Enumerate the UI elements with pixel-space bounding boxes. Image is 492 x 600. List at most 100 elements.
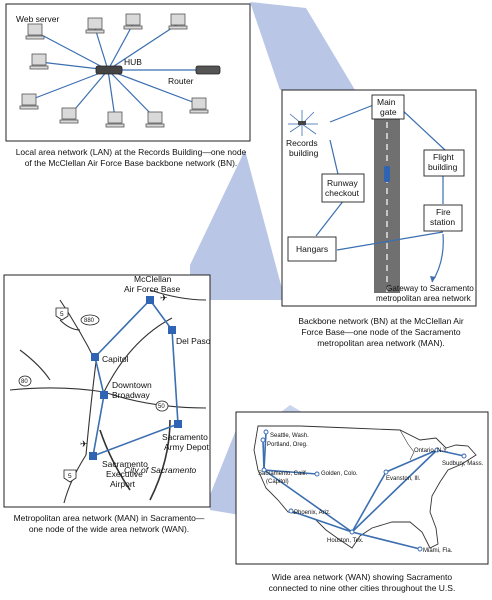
highway-shield-icon: [63, 469, 77, 483]
wan-label-evanston: Evanston, Ill.: [386, 476, 421, 482]
man-label-airport-2: Executive: [106, 469, 143, 479]
computer-icon: [59, 107, 79, 124]
man-hw-5a: 5: [60, 311, 64, 318]
wan-caption-line-2: connected to nine other cities throughou…: [268, 583, 456, 593]
man-label-airport-1: Sacramento: [102, 459, 148, 469]
lan-panel: Web server HUB Router: [5, 3, 251, 142]
bn-label-fire-2: station: [430, 217, 455, 227]
man-label-capitol: Capitol: [102, 354, 129, 364]
bn-label-flight-2: building: [428, 162, 458, 172]
wan-caption-line-1: Wide area network (WAN) showing Sacramen…: [271, 572, 453, 582]
wan-label-sacramento-1: Sacramento, Calif.: [258, 471, 308, 477]
computer-icon: [168, 13, 188, 30]
highway-shield-icon: [18, 375, 32, 387]
computer-icon: [123, 13, 143, 30]
computer-icon: [189, 97, 209, 114]
hub-icon: [95, 65, 123, 75]
highway-shield-icon: [80, 314, 100, 326]
bn-label-runway-1: Runway: [327, 178, 358, 188]
callout-bn-to-man: [190, 150, 285, 300]
man-node-downtown: [100, 391, 108, 399]
man-label-del-paso: Del Paso: [176, 336, 211, 346]
callout-lan-to-bn: [250, 2, 355, 90]
highway-shield-icon: [55, 307, 69, 321]
man-label-downtown-1: Downtown: [112, 380, 152, 390]
bn-label-main-1: Main: [377, 97, 396, 107]
computer-icon: [85, 17, 105, 34]
bn-label-gateway-2: metropolitan area network: [376, 294, 472, 303]
man-label-mcclellan-2: Air Force Base: [124, 284, 180, 294]
man-caption-line-1: Metropolitan area network (MAN) in Sacra…: [13, 513, 205, 523]
airplane-icon: ✈: [80, 439, 88, 449]
runway: [374, 98, 400, 293]
man-hw-5b: 5: [68, 473, 72, 480]
wan-node-golden: [314, 471, 320, 477]
wan-label-sacramento-2: (Capitol): [266, 479, 289, 485]
man-node-del-paso: [168, 326, 176, 334]
wan-label-phoenix: Phoenix, Ariz.: [294, 510, 331, 516]
wan-label-seattle: Seattle, Wash.: [270, 433, 309, 439]
wan-caption: Wide area network (WAN) showing Sacramen…: [236, 572, 488, 594]
man-label-mcclellan-1: McClellan: [134, 274, 172, 284]
wan-label-sudbury: Sudbury, Mass.: [442, 461, 484, 467]
lan-caption: Local area network (LAN) at the Records …: [6, 147, 256, 169]
computer-icon: [29, 53, 49, 70]
router-icon: [195, 65, 221, 75]
man-label-airport-3: Airport: [110, 479, 136, 489]
bn-label-gateway-1: Gateway to Sacramento: [386, 284, 474, 293]
airplane-icon: ✈: [160, 293, 168, 303]
wan-label-houston: Houston, Tex.: [327, 538, 364, 544]
wan-panel: Seattle, Wash. Portland, Oreg. Sacrament…: [235, 411, 489, 565]
us-map-outline: [253, 425, 477, 549]
wan-label-miami: Miami, Fla.: [423, 548, 453, 554]
man-label-city: City of Sacramento: [124, 465, 197, 475]
wan-node-houston: [349, 529, 355, 535]
bn-label-records-1: Records: [286, 138, 318, 148]
bn-label-main-2: gate: [380, 107, 397, 117]
man-hw-880: 880: [84, 318, 95, 324]
man-label-army-2: Army Depot: [164, 442, 210, 452]
wan-node-portland: [260, 437, 266, 443]
bn-caption-line-2: Force Base—one node of the Sacramento: [301, 327, 461, 337]
man-caption: Metropolitan area network (MAN) in Sacra…: [4, 513, 214, 535]
man-node-capitol: [91, 353, 99, 361]
man-node-army-depot: [174, 420, 182, 428]
aircraft-icon: [384, 166, 390, 182]
wan-label-golden: Golden, Colo.: [321, 471, 358, 477]
wan-node-phoenix: [288, 508, 294, 514]
man-node-airport: [89, 452, 97, 460]
man-panel: ✈ ✈ 5 880 80 50 5 McClellan Air Force Ba…: [3, 274, 211, 508]
bn-panel: Records building Main gate Flight buildi…: [281, 89, 477, 307]
bn-label-records-2: building: [289, 148, 319, 158]
bn-label-flight-1: Flight: [433, 152, 454, 162]
bn-caption: Backbone network (BN) at the McClellan A…: [282, 316, 480, 349]
computer-icon: [145, 111, 165, 128]
man-hw-50: 50: [158, 404, 165, 410]
lan-caption-line-2: of the McClellan Air Force Base backbone…: [24, 158, 238, 168]
records-lan-icon: [288, 110, 318, 136]
wan-label-portland: Portland, Oreg.: [267, 442, 308, 448]
bn-caption-line-3: metropolitan area network (MAN).: [317, 338, 445, 348]
wan-node-sacramento: [261, 467, 267, 473]
wan-node-miami: [417, 546, 423, 552]
bn-label-fire-1: Fire: [436, 207, 451, 217]
man-hw-80: 80: [21, 379, 28, 385]
wan-node-ontario: [434, 447, 440, 453]
lan-label-hub: HUB: [124, 57, 142, 67]
computer-icon: [19, 93, 39, 110]
lan-label-router: Router: [168, 76, 194, 86]
wan-label-ontario: Ontario, N.Y.: [414, 448, 448, 454]
man-node-mcclellan: [146, 296, 154, 304]
man-label-army-1: Sacramento: [162, 432, 208, 442]
bn-label-runway-2: checkout: [325, 188, 360, 198]
lan-caption-line-1: Local area network (LAN) at the Records …: [15, 147, 247, 157]
bn-label-hangars: Hangars: [296, 244, 328, 254]
computer-icon: [25, 23, 45, 40]
man-caption-line-2: one node of the wide area network (WAN).: [28, 524, 190, 534]
man-label-downtown-2: Broadway: [112, 390, 151, 400]
wan-node-seattle: [263, 429, 269, 435]
bn-caption-line-1: Backbone network (BN) at the McClellan A…: [298, 316, 464, 326]
wan-node-evanston: [383, 469, 389, 475]
lan-label-web-server: Web server: [16, 14, 59, 24]
